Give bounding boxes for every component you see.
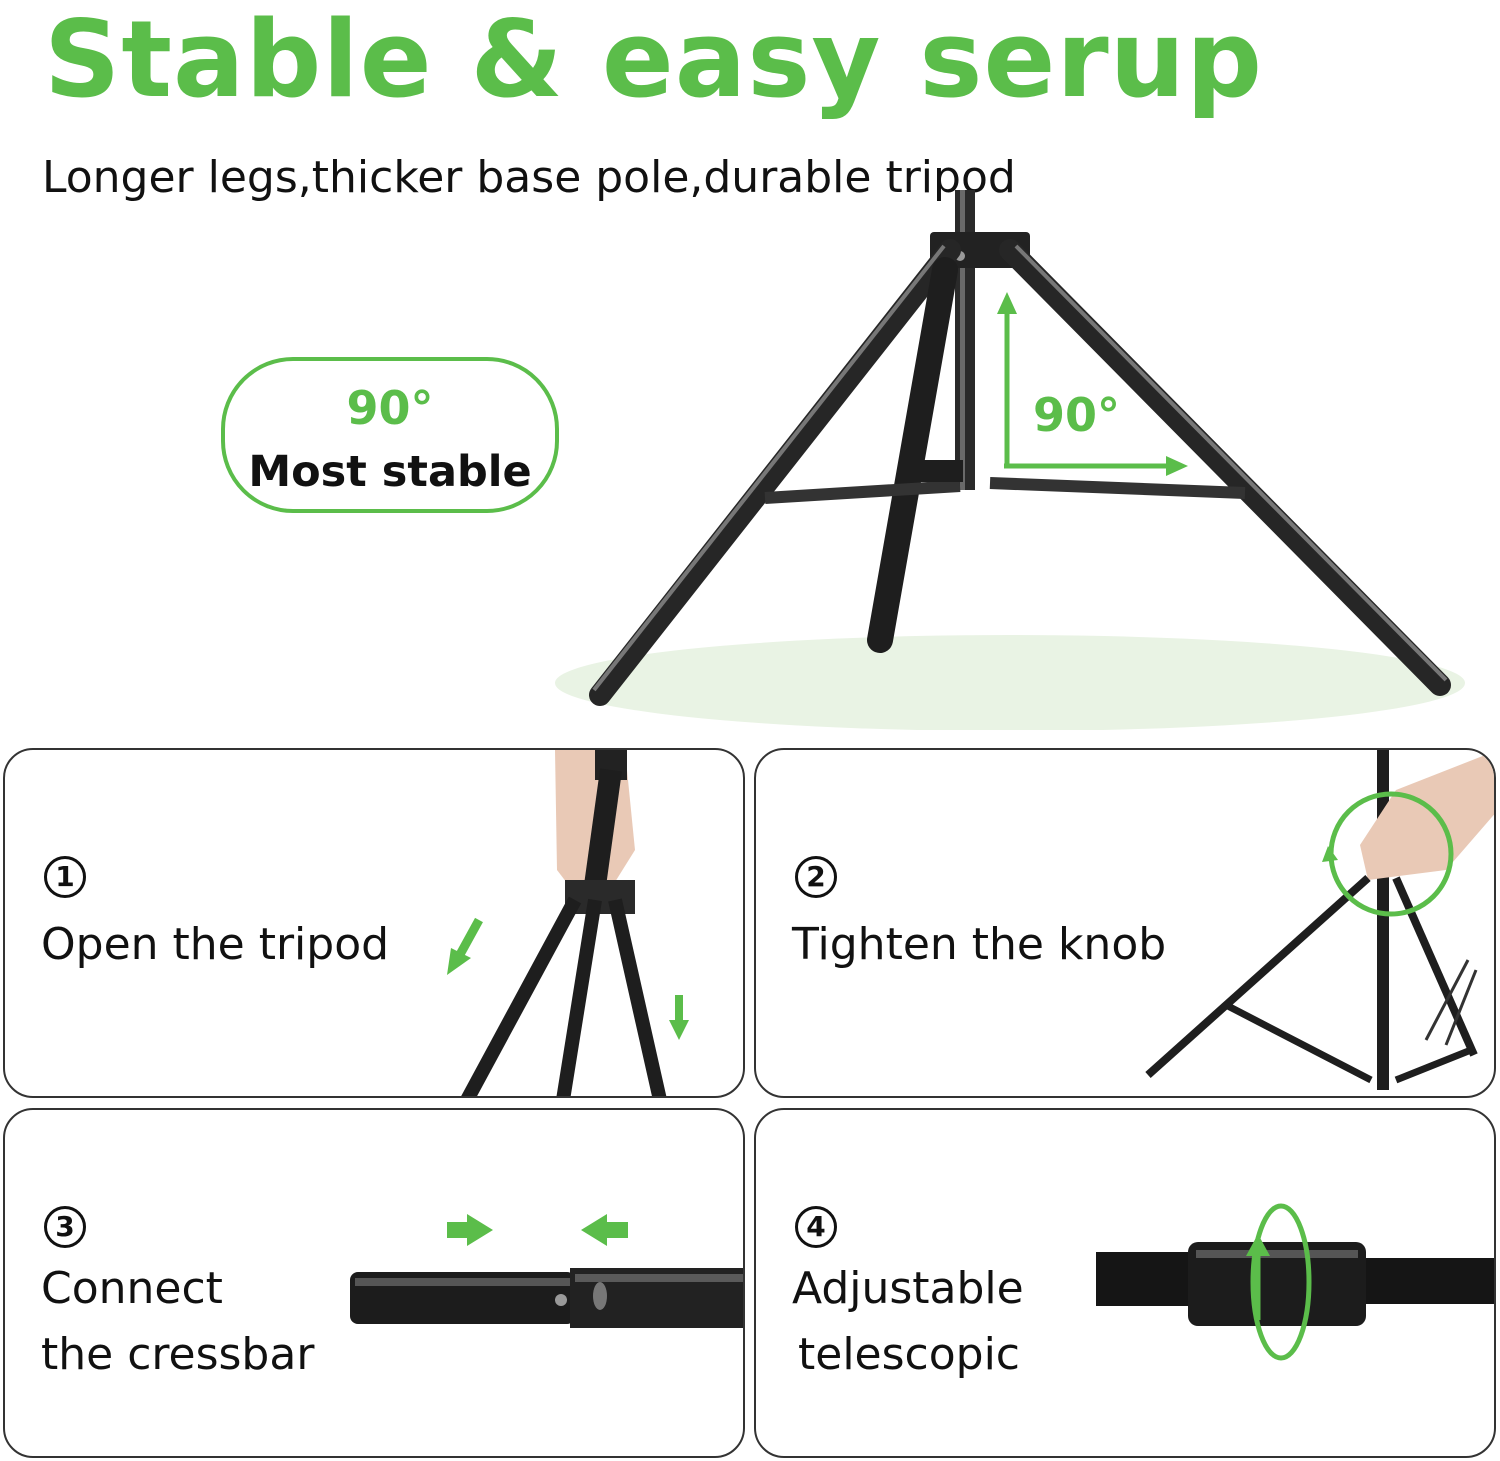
stability-badge: 90° Most stable — [221, 357, 559, 513]
telescopic-pole-illustration — [1096, 1203, 1494, 1361]
step-4-title-line-1: Adjustable — [792, 1263, 1024, 1314]
arrow-down-left-icon — [447, 917, 483, 975]
step-1-title: Open the tripod — [41, 919, 390, 970]
hand-image — [1360, 751, 1494, 880]
step-card-1: 1 Open the tripod — [3, 748, 745, 1098]
badge-label: Most stable — [248, 447, 532, 497]
open-tripod-illustration — [447, 750, 689, 1096]
arrow-left-icon — [581, 1214, 628, 1246]
step-number-badge: 4 — [795, 1206, 837, 1248]
pole-left — [1096, 1252, 1196, 1306]
leg-back — [867, 257, 958, 653]
rotate-arrow-icon — [1250, 1203, 1312, 1361]
badge-angle: 90° — [346, 381, 434, 435]
brace-right — [989, 477, 1246, 499]
step-card-4: 4 Adjustable telescopic — [754, 1108, 1496, 1458]
step-number-badge: 3 — [44, 1206, 86, 1248]
step-card-2: 2 Tighten the knob — [754, 748, 1496, 1098]
tighten-knob-illustration — [1145, 750, 1494, 1090]
subheadline: Longer legs,thicker base pole,durable tr… — [42, 152, 1016, 203]
crossbar-illustration — [350, 1214, 743, 1328]
pole-right — [1364, 1258, 1494, 1304]
angle-label: 90° — [1033, 388, 1121, 442]
step-number-badge: 1 — [44, 856, 86, 898]
step-number-badge: 2 — [795, 856, 837, 898]
tripod-illustration — [555, 190, 1465, 730]
step-card-3: 3 Connect the cressbar — [3, 1108, 745, 1458]
leg-left — [589, 239, 961, 706]
lock-knob — [1188, 1242, 1366, 1326]
leg-right — [999, 239, 1451, 696]
headline: Stable & easy serup — [44, 0, 1264, 121]
ground-shadow — [555, 635, 1465, 730]
brace-left — [764, 480, 961, 504]
step-2-title: Tighten the knob — [792, 919, 1167, 970]
step-3-title-line-2: the cressbar — [41, 1329, 315, 1380]
step-4-title-line-2: telescopic — [798, 1329, 1020, 1380]
arrow-right-icon — [447, 1214, 493, 1246]
step-3-title-line-1: Connect — [41, 1263, 223, 1314]
arrow-down-icon — [669, 995, 689, 1040]
